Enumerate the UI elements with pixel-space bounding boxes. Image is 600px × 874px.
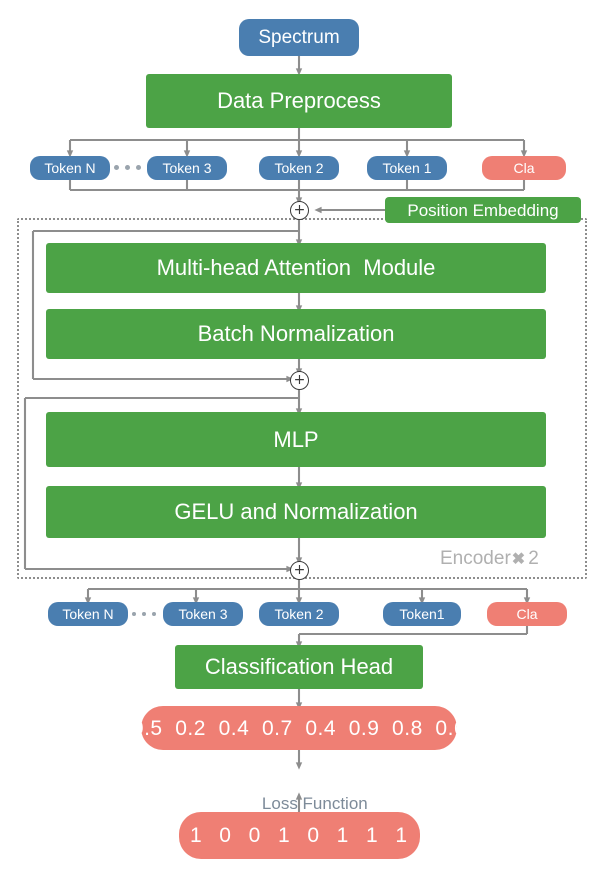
bottom-token-ellipsis-icon <box>132 612 156 616</box>
top-token-1[interactable]: Token 1 <box>367 156 447 180</box>
bottom-token-n-label: Token N <box>62 606 114 622</box>
encoder-repeat-label: Encoder ✖ 2 <box>440 548 539 570</box>
bottom-token-cla-label: Cla <box>516 606 538 622</box>
bottom-token-1[interactable]: Token1 <box>383 602 461 626</box>
bottom-token-cla[interactable]: Cla <box>487 602 567 626</box>
mlp-label: MLP <box>273 426 319 452</box>
top-token-1-label: Token 1 <box>382 160 432 176</box>
top-token-2[interactable]: Token 2 <box>259 156 339 180</box>
plus-icon: + <box>293 371 306 388</box>
bottom-token-3-label: Token 3 <box>178 606 228 622</box>
batch-normalization-label: Batch Normalization <box>197 321 395 346</box>
batch-normalization-node[interactable]: Batch Normalization <box>46 309 546 359</box>
add-node-residual-2: + <box>290 561 309 580</box>
top-token-3[interactable]: Token 3 <box>147 156 227 180</box>
classification-head-node[interactable]: Classification Head <box>175 645 423 689</box>
bottom-token-n[interactable]: Token N <box>48 602 128 626</box>
classification-head-label: Classification Head <box>204 654 394 679</box>
bottom-token-3[interactable]: Token 3 <box>163 602 243 626</box>
top-token-ellipsis-icon <box>114 165 141 170</box>
top-token-cla-label: Cla <box>513 160 535 176</box>
spectrum-label: Spectrum <box>258 27 340 48</box>
position-embedding-label: Position Embedding <box>407 200 559 220</box>
bottom-token-1-label: Token1 <box>399 606 445 622</box>
top-token-n[interactable]: Token N <box>30 156 110 180</box>
prediction-vector-values: 0.5 0.2 0.4 0.7 0.4 0.9 0.8 0.6 <box>131 716 467 740</box>
mlp-node[interactable]: MLP <box>46 412 546 467</box>
bottom-token-2[interactable]: Token 2 <box>259 602 339 626</box>
encoder-repeat-count: 2 <box>528 548 539 569</box>
plus-icon: + <box>293 201 306 218</box>
data-preprocess-node[interactable]: Data Preprocess <box>146 74 452 128</box>
multi-head-attention-label: Multi-head Attention Module <box>156 255 436 280</box>
ground-truth-vector: 1 0 0 1 0 1 1 1 <box>179 812 420 859</box>
encoder-label-text: Encoder <box>440 548 511 569</box>
ground-truth-values: 1 0 0 1 0 1 1 1 <box>189 824 410 847</box>
top-token-n-label: Token N <box>44 160 96 176</box>
multiply-icon: ✖ <box>511 551 526 568</box>
multi-head-attention-node[interactable]: Multi-head Attention Module <box>46 243 546 293</box>
data-preprocess-label: Data Preprocess <box>217 88 381 113</box>
loss-function-text: Loss Function <box>261 794 368 813</box>
position-embedding-node[interactable]: Position Embedding <box>385 197 581 223</box>
spectrum-node[interactable]: Spectrum <box>239 19 359 56</box>
gelu-normalization-node[interactable]: GELU and Normalization <box>46 486 546 538</box>
top-token-2-label: Token 2 <box>274 160 324 176</box>
top-token-cla[interactable]: Cla <box>482 156 566 180</box>
gelu-normalization-label: GELU and Normalization <box>174 499 418 524</box>
bottom-token-2-label: Token 2 <box>274 606 324 622</box>
loss-function-label: Loss Function <box>243 774 368 834</box>
prediction-vector: 0.5 0.2 0.4 0.7 0.4 0.9 0.8 0.6 <box>132 706 466 750</box>
top-token-3-label: Token 3 <box>162 160 212 176</box>
add-node-embedding: + <box>290 201 309 220</box>
add-node-residual-1: + <box>290 371 309 390</box>
plus-icon: + <box>293 561 306 578</box>
